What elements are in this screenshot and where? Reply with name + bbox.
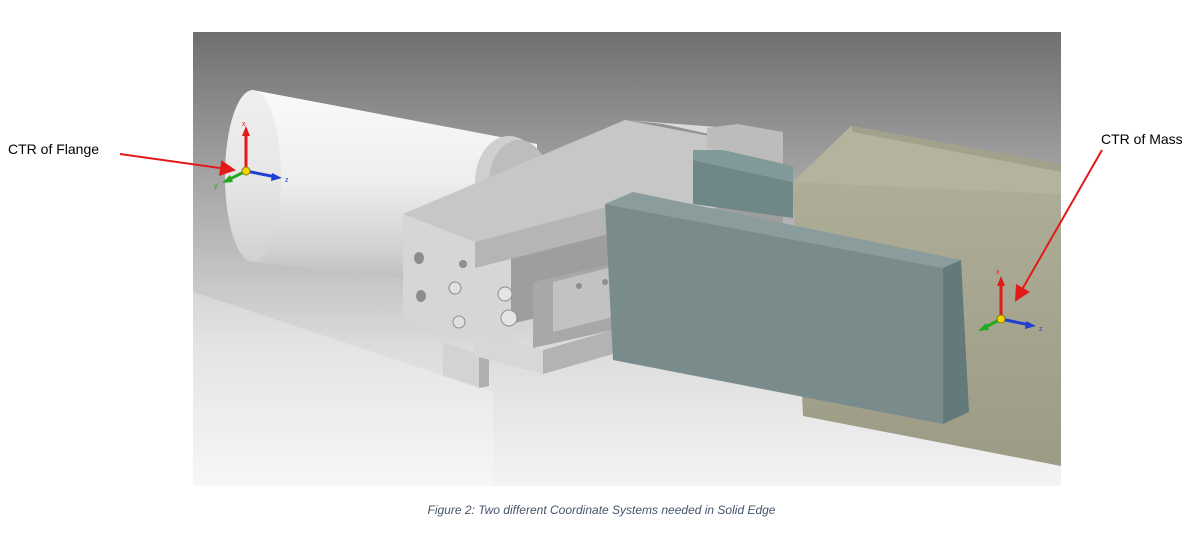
floor-sheen [193,292,493,486]
ctr-of-flange-label: CTR of Flange [8,141,100,157]
cad-viewport[interactable] [193,32,1061,486]
gripper-holes [414,252,608,329]
finger-back [693,150,793,218]
finger-front [605,192,969,424]
figure-caption: Figure 2: Two different Coordinate Syste… [427,503,776,517]
ctr-of-mass-label: CTR of Mass [1101,131,1183,147]
cad-model-render [193,32,1061,486]
